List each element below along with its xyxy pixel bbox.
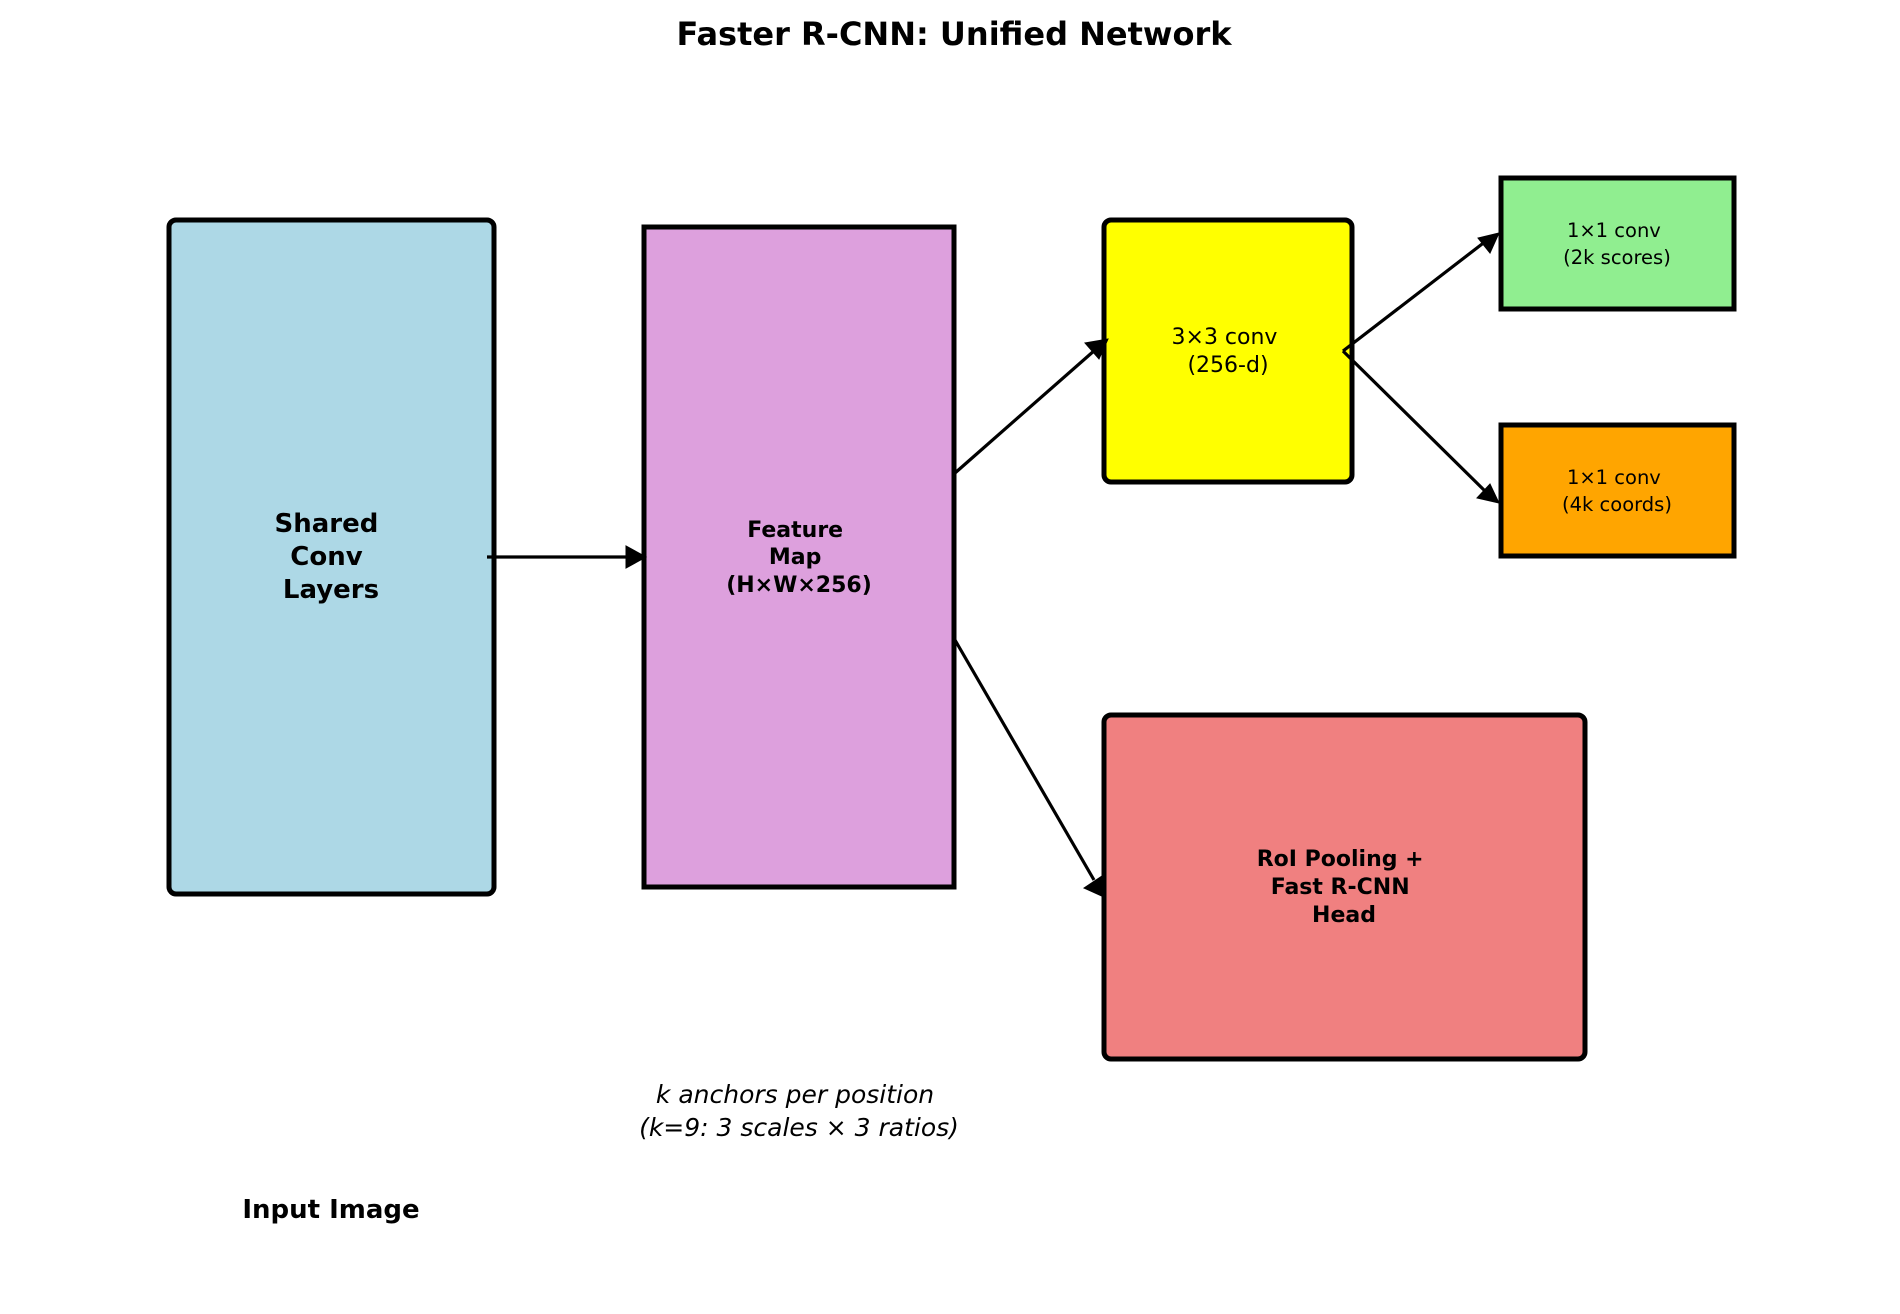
- node-roi-head: RoI Pooling + Fast R-CNN Head: [1101, 712, 1588, 1062]
- shared-conv-label: Shared Conv Layers: [275, 509, 388, 605]
- arrowhead-icon: [1477, 232, 1500, 254]
- node-reg-conv: 1×1 conv (4k coords): [1498, 422, 1737, 559]
- reg-conv-box: [1498, 422, 1737, 559]
- arrow-feature-to-roi-head: [953, 639, 1105, 898]
- feature-map-box: [641, 224, 957, 890]
- arrowhead-icon: [1084, 338, 1109, 360]
- diagram-title: Faster R-CNN: Unified Network: [676, 15, 1232, 53]
- input-image-caption: Input Image: [242, 1195, 419, 1225]
- node-shared-conv: Shared Conv Layers: [166, 217, 497, 897]
- arrow-feature-to-conv3x3: [953, 338, 1109, 475]
- arrowhead-icon: [1476, 483, 1500, 504]
- feature-map-label: Feature Map (H×W×256): [726, 518, 872, 598]
- cls-conv-label: 1×1 conv (2k scores): [1563, 219, 1671, 269]
- arrow-conv3x3-to-cls: [1342, 232, 1500, 353]
- conv3x3-box: [1101, 217, 1355, 485]
- reg-conv-label: 1×1 conv (4k coords): [1562, 466, 1672, 516]
- roi-head-box: [1101, 712, 1588, 1062]
- cls-conv-box: [1498, 175, 1737, 312]
- arrowhead-icon: [625, 545, 648, 569]
- node-conv3x3: 3×3 conv (256-d): [1101, 217, 1355, 485]
- conv3x3-label: 3×3 conv (256-d): [1172, 325, 1285, 378]
- anchors-annotation: k anchors per position (k=9: 3 scales × …: [639, 1080, 959, 1142]
- arrow-shared-to-feature: [487, 545, 648, 569]
- roi-head-label: RoI Pooling + Fast R-CNN Head: [1257, 847, 1432, 928]
- node-feature-map: Feature Map (H×W×256): [641, 224, 957, 890]
- arrow-conv3x3-to-reg: [1341, 349, 1500, 504]
- node-cls-conv: 1×1 conv (2k scores): [1498, 175, 1737, 312]
- arrowhead-icon: [1082, 875, 1105, 898]
